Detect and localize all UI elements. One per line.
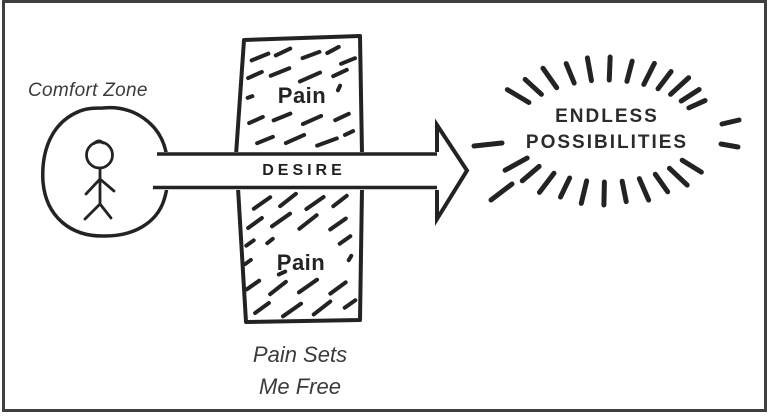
hand-drawn-dash xyxy=(655,69,674,92)
hand-drawn-dash xyxy=(297,70,323,84)
stick-figure-icon xyxy=(83,139,116,221)
hand-drawn-dash xyxy=(268,66,292,78)
hand-drawn-dash xyxy=(563,61,577,86)
hand-drawn-dash xyxy=(246,69,264,81)
stick-figure-arms xyxy=(84,177,116,196)
desire-arrow-head xyxy=(435,118,470,227)
hand-drawn-dash xyxy=(342,129,356,137)
hand-drawn-dash xyxy=(718,141,741,150)
hand-drawn-dash xyxy=(246,216,264,230)
hand-drawn-dash xyxy=(328,216,348,232)
hand-drawn-dash xyxy=(558,175,573,200)
hand-drawn-dash xyxy=(311,299,333,317)
hand-drawn-dash xyxy=(280,301,304,319)
hand-drawn-dash xyxy=(276,269,288,277)
hand-drawn-dash xyxy=(271,111,293,123)
hand-drawn-dash xyxy=(315,136,339,148)
hand-drawn-dash xyxy=(325,44,341,56)
stick-figure-legs xyxy=(83,201,113,221)
hand-drawn-dash xyxy=(268,279,288,297)
hand-drawn-dash xyxy=(244,238,256,248)
hand-drawn-dash xyxy=(578,178,590,206)
caption-line2: Me Free xyxy=(259,374,341,399)
hand-drawn-dash xyxy=(678,87,702,104)
hand-drawn-dash xyxy=(269,211,293,229)
hand-drawn-dash xyxy=(283,132,307,146)
hand-drawn-dash xyxy=(304,194,326,212)
hand-drawn-dash xyxy=(244,278,262,292)
stick-figure-head-notch xyxy=(92,139,105,145)
hand-drawn-dash xyxy=(247,114,265,126)
hand-drawn-dash xyxy=(488,181,515,203)
hand-drawn-dash xyxy=(278,191,298,209)
hand-drawn-dash xyxy=(502,155,530,173)
hand-drawn-dash xyxy=(471,140,505,149)
hand-drawn-dash xyxy=(251,195,273,211)
hand-drawn-dash xyxy=(342,298,358,310)
hand-drawn-dash xyxy=(536,170,557,195)
hand-drawn-dash xyxy=(300,113,324,127)
hand-drawn-dash xyxy=(335,83,343,93)
comfort-zone-label: Comfort Zone xyxy=(28,80,148,101)
hand-drawn-dash xyxy=(337,234,353,246)
hand-drawn-dash xyxy=(297,213,319,231)
hand-drawn-dash xyxy=(296,277,320,295)
hand-drawn-dash xyxy=(666,165,690,188)
hand-drawn-dash xyxy=(245,94,255,100)
sunburst-rays-icon xyxy=(471,54,742,208)
desire-arrow-shaft-fill xyxy=(150,152,437,190)
hand-drawn-dash xyxy=(331,193,349,209)
hand-drawn-dash xyxy=(243,257,253,267)
hand-drawn-dash xyxy=(719,117,742,127)
hand-drawn-dash xyxy=(253,301,271,315)
hand-drawn-dash xyxy=(636,176,652,203)
hand-drawn-dash xyxy=(641,60,657,87)
pain-top-label: Pain xyxy=(277,83,327,108)
hand-drawn-dash xyxy=(265,236,275,246)
hand-drawn-dash xyxy=(679,157,704,175)
hand-drawn-dash xyxy=(328,280,348,296)
hand-drawn-dash xyxy=(331,67,349,79)
endless-possibilities-line2: POSSIBILITIES xyxy=(525,132,689,153)
hand-drawn-dash xyxy=(606,54,613,83)
hand-drawn-dash xyxy=(273,46,293,58)
pain-wall-bottom-hatching xyxy=(243,191,358,319)
hand-drawn-dash xyxy=(255,134,275,146)
endless-possibilities-line1: ENDLESS xyxy=(555,106,659,127)
hand-drawn-dash xyxy=(584,55,594,84)
hand-drawn-dash xyxy=(540,65,560,91)
hand-drawn-dash xyxy=(346,253,354,263)
caption-line1: Pain Sets xyxy=(252,342,348,367)
pain-bottom-label: Pain xyxy=(276,250,326,275)
hand-drawn-dash xyxy=(300,49,322,61)
endless-possibilities-label: ENDLESS POSSIBILITIES xyxy=(526,104,688,156)
hand-drawn-dash xyxy=(333,111,351,123)
hand-drawn-dash xyxy=(619,178,629,205)
hand-drawn-dash xyxy=(668,75,692,97)
pain-sets-me-free-caption: Pain Sets Me Free xyxy=(253,339,347,403)
hand-drawn-dash xyxy=(249,51,271,63)
hand-drawn-dash xyxy=(652,171,671,195)
hand-drawn-dash xyxy=(339,56,357,66)
hand-drawn-dash xyxy=(686,98,708,111)
pain-wall-top-hatching xyxy=(245,44,357,148)
hand-drawn-dash xyxy=(522,76,544,97)
hand-drawn-dash xyxy=(504,87,532,105)
desire-label: DESIRE xyxy=(262,162,346,179)
comfort-zone-blob xyxy=(41,105,170,238)
hand-drawn-dash xyxy=(519,163,542,184)
hand-drawn-dash xyxy=(624,58,635,84)
